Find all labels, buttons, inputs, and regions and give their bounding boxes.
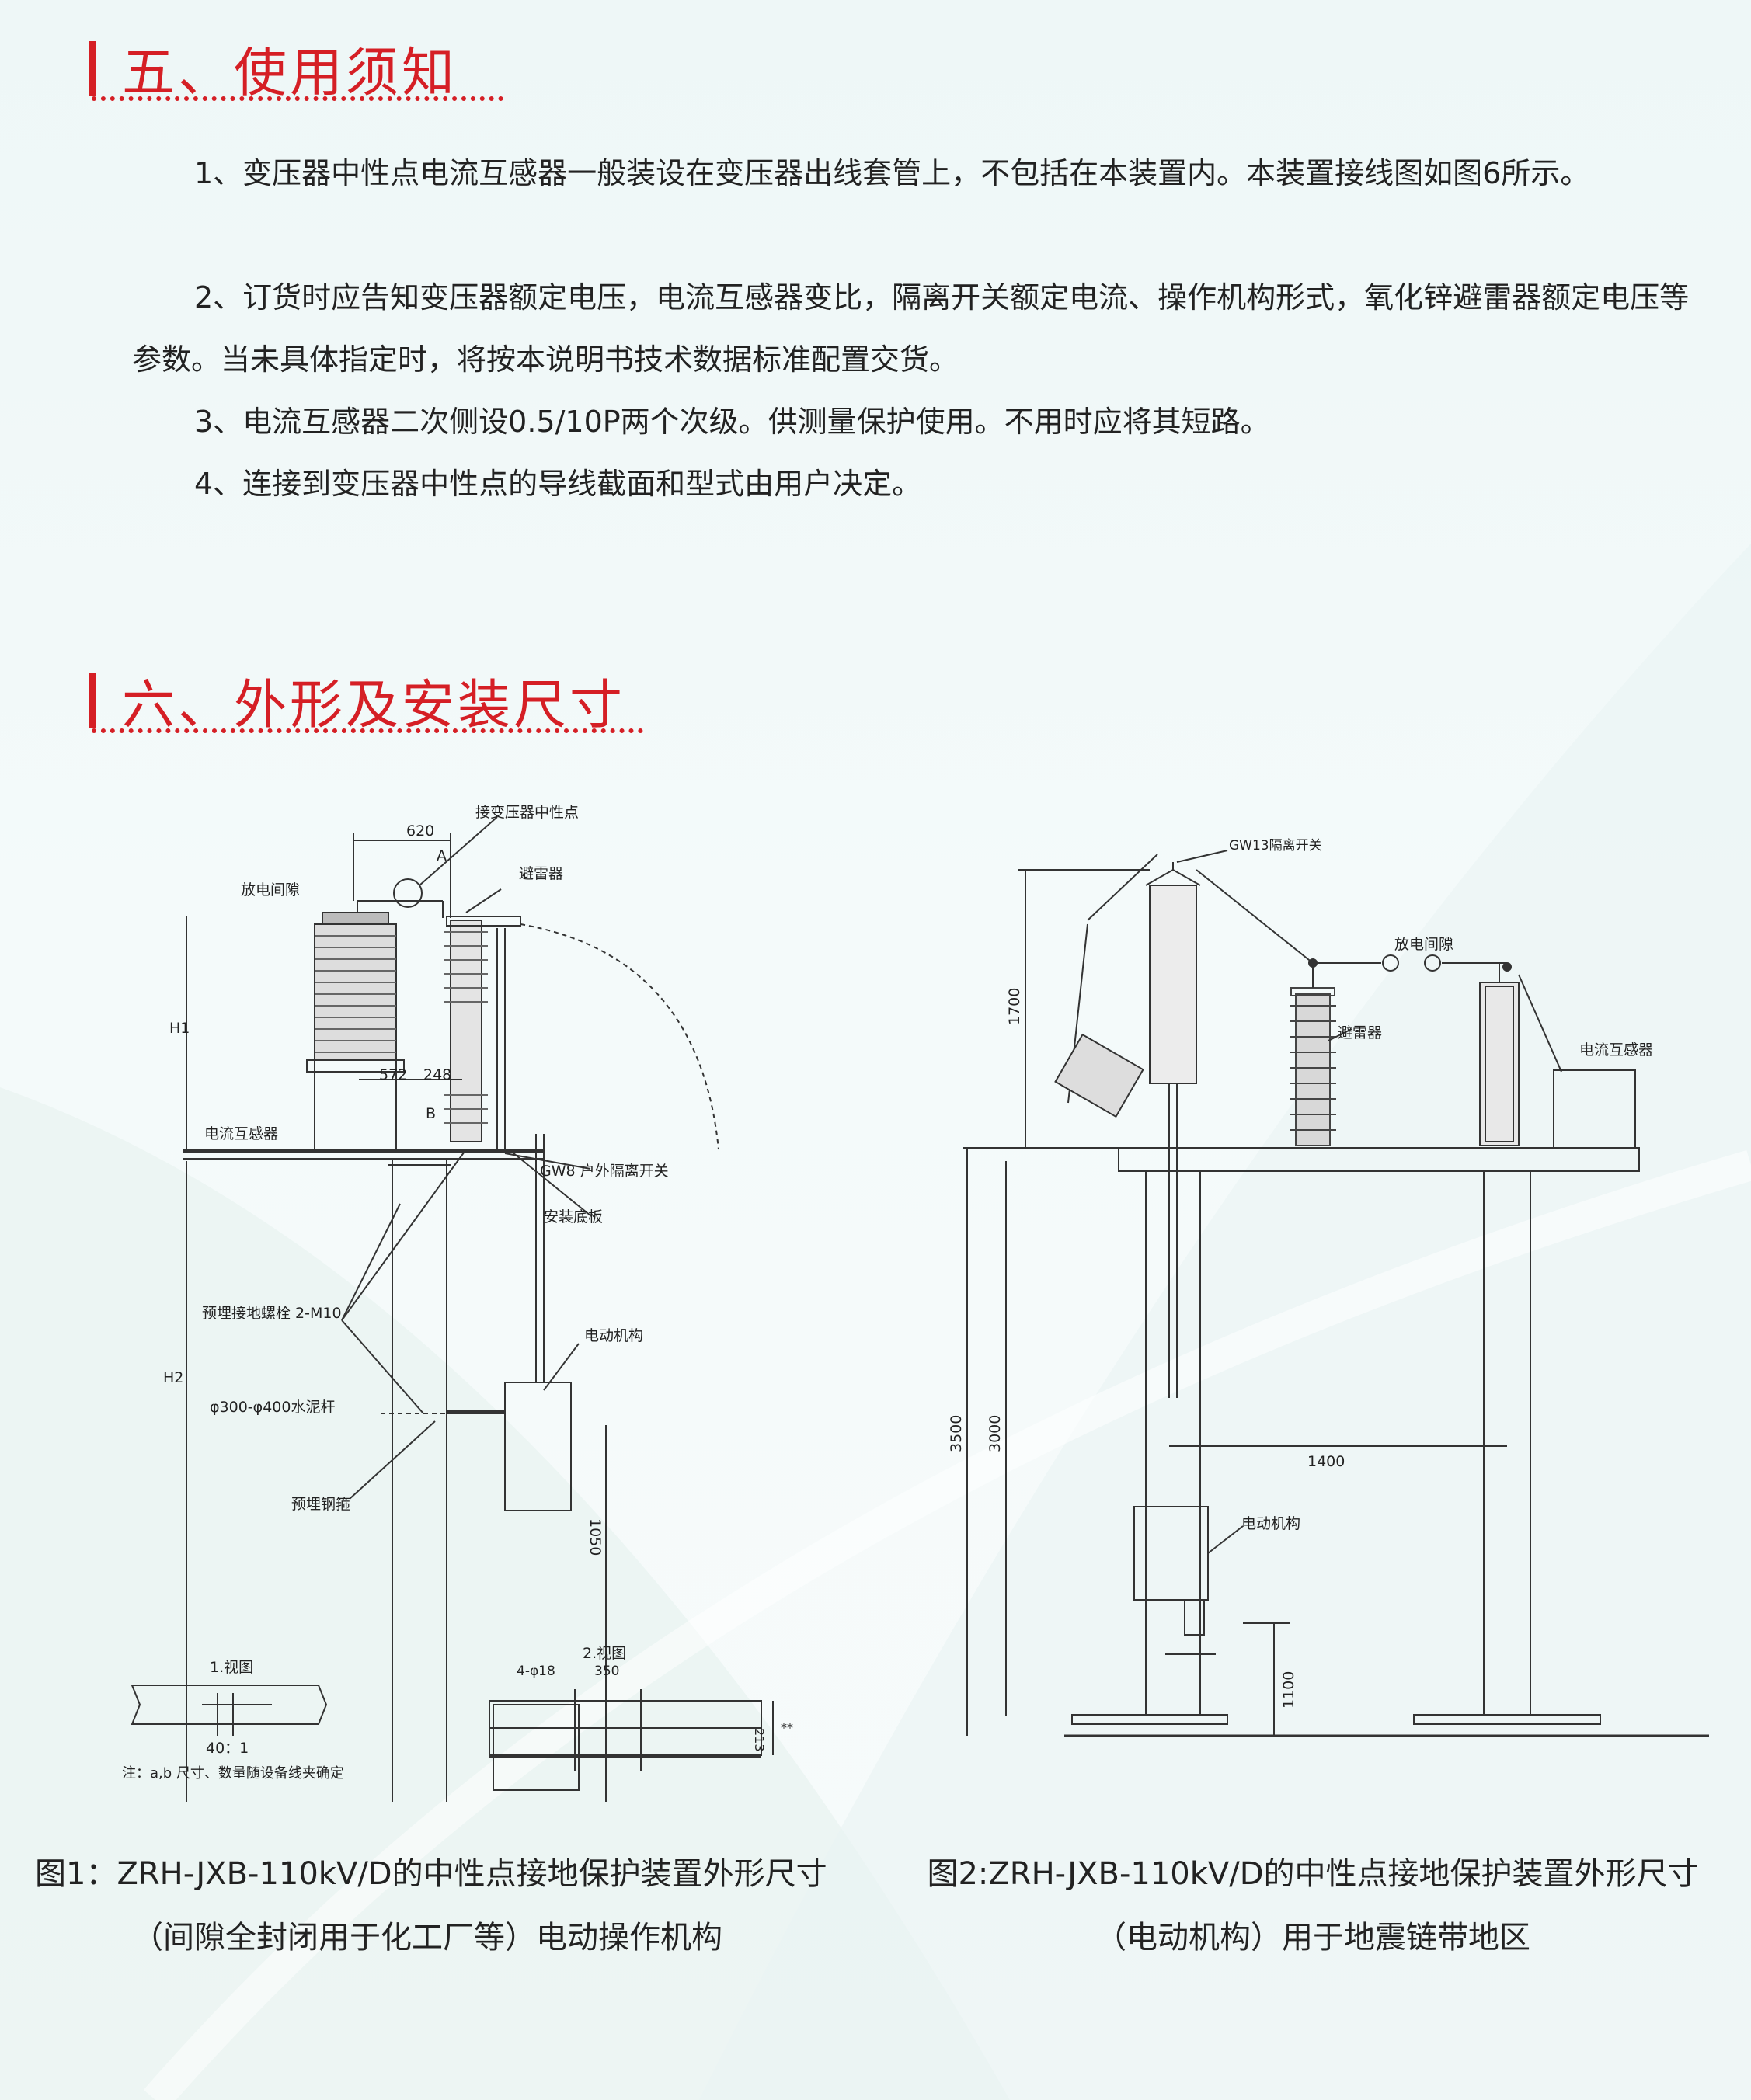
label-ground-bolt: 预埋接地螺栓 2-M10: [202, 1305, 342, 1322]
label-view-2: 2.视图: [583, 1645, 626, 1662]
figure-2-caption-line-2: （电动机构）用于地震链带地区: [1095, 1920, 1530, 1956]
heading-dotted-rule: [92, 96, 503, 101]
label-view-1: 1.视图: [210, 1659, 253, 1676]
dim-572: 572: [379, 1066, 407, 1083]
label-arrester: 避雷器: [519, 865, 563, 882]
label-h2: H2: [163, 1369, 183, 1386]
dim-3000: 3000: [987, 1415, 1004, 1452]
label-stars: **: [781, 1720, 793, 1735]
dim-350: 350: [594, 1664, 619, 1679]
figure-1-drawing: 接变压器中性点 620 A 放电间隙 避雷器 H1 572 248 B 电流互感…: [122, 804, 793, 1802]
usage-item-4: 4、连接到变压器中性点的导线截面和型式由用户决定。: [194, 467, 922, 501]
usage-item-1: 1、变压器中性点电流互感器一般装设在变压器出线套管上，不包括在本装置内。本装置接…: [194, 156, 1590, 190]
usage-item-2: 2、订货时应告知变压器额定电压，电流互感器变比，隔离开关额定电流、操作机构形式，…: [132, 280, 1690, 377]
label-discharge-gap: 放电间隙: [241, 881, 300, 899]
label-base-plate: 安装底板: [544, 1208, 603, 1226]
heading-bar: [89, 673, 96, 728]
section-6-heading: 六、外形及安装尺寸: [89, 662, 625, 739]
dim-213: 213: [752, 1728, 767, 1752]
section-6-title: 六、外形及安装尺寸: [122, 675, 626, 736]
section-5-heading: 五、使用须知: [89, 30, 458, 106]
label-ratio: 40：1: [206, 1740, 249, 1757]
heading-dotted-rule: [92, 728, 643, 733]
figure-2-drawing: GW13隔离开关 放电间隙 避雷器 电流互感器 1700 3500 3000 1…: [948, 838, 1709, 1737]
section-5-title: 五、使用须知: [122, 43, 458, 104]
figure-1-caption-line-1: 图1：ZRH-JXB-110kV/D的中性点接地保护装置外形尺寸: [35, 1856, 827, 1892]
label-note: 注：a,b 尺寸、数量随设备线夹确定: [122, 1765, 344, 1782]
label-gw13-switch: GW13隔离开关: [1229, 838, 1322, 854]
label-gw8-switch: GW8 户外隔离开关: [540, 1163, 669, 1180]
label-h1: H1: [169, 1020, 190, 1037]
label-arrester: 避雷器: [1338, 1024, 1382, 1041]
dim-1050: 1050: [587, 1518, 604, 1556]
mark-b: B: [426, 1105, 436, 1122]
label-steel-hoop: 预埋钢箍: [291, 1496, 350, 1513]
label-neutral-point: 接变压器中性点: [475, 804, 579, 821]
dim-1100: 1100: [1280, 1671, 1297, 1709]
label-discharge-gap: 放电间隙: [1394, 936, 1453, 953]
label-motor-drive: 电动机构: [1241, 1515, 1300, 1532]
usage-item-3: 3、电流互感器二次侧设0.5/10P两个次级。供测量保护使用。不用时应将其短路。: [194, 405, 1270, 439]
mark-a: A: [437, 847, 447, 864]
dim-620: 620: [406, 822, 434, 840]
label-current-transformer: 电流互感器: [204, 1125, 278, 1142]
label-motor-drive: 电动机构: [584, 1327, 643, 1344]
dim-1700: 1700: [1006, 988, 1023, 1025]
label-current-transformer: 电流互感器: [1579, 1041, 1653, 1059]
label-holes: 4-φ18: [517, 1664, 555, 1679]
dim-3500: 3500: [948, 1415, 965, 1452]
figure-2-caption-line-1: 图2:ZRH-JXB-110kV/D的中性点接地保护装置外形尺寸: [927, 1856, 1699, 1892]
figure-1-caption-line-2: （间隙全封闭用于化工厂等）电动操作机构: [132, 1920, 722, 1956]
heading-bar: [89, 40, 96, 96]
dim-1400: 1400: [1307, 1453, 1345, 1470]
label-concrete-pole: φ300-φ400水泥杆: [210, 1399, 335, 1416]
dim-248: 248: [423, 1066, 451, 1083]
